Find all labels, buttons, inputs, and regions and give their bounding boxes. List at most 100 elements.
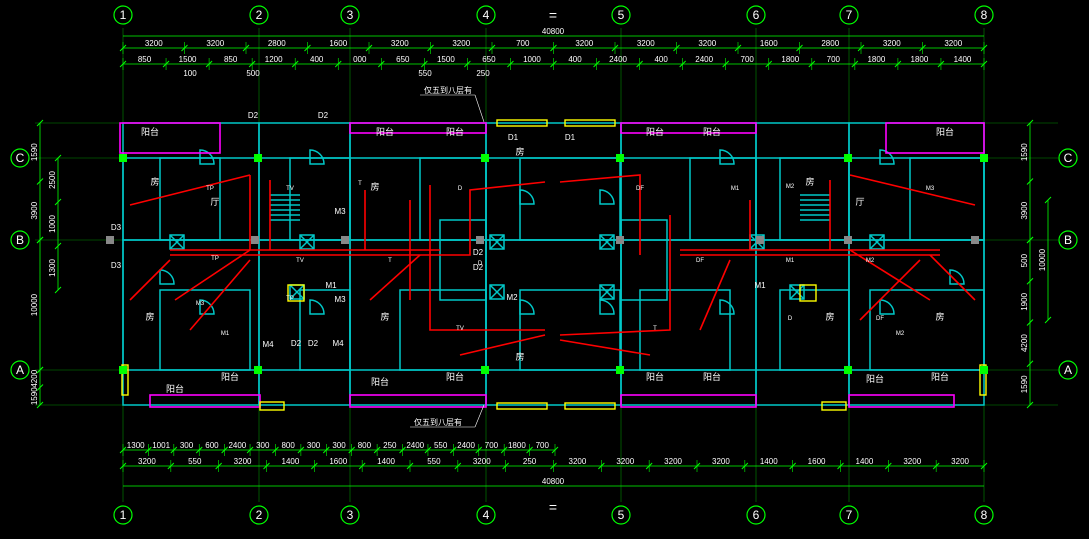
door-tag: D3 <box>111 261 122 270</box>
top-dim-row2-label: 400 <box>654 55 668 64</box>
left-dim-inner-tick <box>54 154 62 162</box>
wire-run <box>429 185 545 331</box>
axis-label-5: 5 <box>618 8 625 22</box>
bottom-dim-row2-label: 1400 <box>282 457 300 466</box>
hall-label: 厅 <box>855 197 864 207</box>
column-marker <box>254 366 262 374</box>
door-swing <box>879 299 895 315</box>
window <box>821 401 847 411</box>
wall <box>159 157 221 241</box>
wall <box>639 289 731 371</box>
room-label: 房 <box>145 311 154 322</box>
window-layer <box>121 119 987 411</box>
axis-bubble-7 <box>839 5 859 25</box>
top-dim-row1-label: 3200 <box>698 39 716 48</box>
door-tag: M3 <box>334 295 346 304</box>
balcony-rail <box>349 122 487 134</box>
shaft-box <box>599 284 615 300</box>
shaft-cross <box>289 284 305 300</box>
bottom-dim-row1-label: 300 <box>307 441 321 450</box>
axis-bubble-4 <box>476 505 496 525</box>
column-marker <box>616 366 624 374</box>
shaft-box <box>869 234 885 250</box>
wire-run <box>559 215 671 336</box>
axis-bubble-8 <box>974 5 994 25</box>
axis-bubble-6 <box>746 505 766 525</box>
balcony-label: 阳台 <box>936 126 954 137</box>
gray-column <box>476 236 484 244</box>
top-dim-row2-label: 1200 <box>265 55 283 64</box>
room-label: 房 <box>825 311 834 322</box>
left-dim-bottom-tick <box>36 366 44 374</box>
top-dim-row2-label: 400 <box>310 55 324 64</box>
door-swing <box>159 269 175 285</box>
top-dim-row3-label: 250 <box>476 69 490 78</box>
door-swing <box>199 299 215 315</box>
bottom-dim-row2-label: 3200 <box>664 457 682 466</box>
axis-bubble-B <box>1058 230 1078 250</box>
left-dim-inner-tick <box>54 242 62 250</box>
shaft-cross <box>489 284 505 300</box>
shaft-box <box>789 284 805 300</box>
wire-run <box>849 174 976 206</box>
left-dim-bottom-label: 1590 <box>30 387 39 405</box>
balcony-label: 阳台 <box>646 371 664 382</box>
top-dim-row2-label: 1500 <box>437 55 455 64</box>
top-dim-row2-label: 1800 <box>781 55 799 64</box>
bottom-dim-row1-label: 1001 <box>152 441 170 450</box>
shaft-box <box>489 234 505 250</box>
top-dim-row2-label: 1500 <box>179 55 197 64</box>
door-tag: M1 <box>754 281 766 290</box>
bottom-dim-row1-label: 600 <box>205 441 219 450</box>
bottom-dim-row1-label: 2400 <box>228 441 246 450</box>
bottom-dim-row1-label: 300 <box>332 441 346 450</box>
wiring-tag: TP <box>286 296 294 302</box>
axis-bubble-A <box>10 360 30 380</box>
column-marker <box>481 154 489 162</box>
left-dim-bottom-tick <box>36 384 44 391</box>
wall <box>779 289 850 371</box>
bottom-dim-row2-label: 1600 <box>808 457 826 466</box>
wiring-tag: TV <box>286 186 294 192</box>
top-dim-row2-label: 400 <box>568 55 582 64</box>
shaft-cross <box>299 234 315 250</box>
axis-bubble-8 <box>974 505 994 525</box>
door-tag: M4 <box>262 340 274 349</box>
top-dim-row3-label: 100 <box>183 69 197 78</box>
window <box>564 119 616 127</box>
bottom-dim-row2-label: 3200 <box>234 457 252 466</box>
bottom-dim-row2-label: 1400 <box>760 457 778 466</box>
door-swing <box>519 299 535 315</box>
axis-label-2: 2 <box>256 508 263 522</box>
left-dim-outer-tick <box>36 178 44 185</box>
top-dim-row2-label: 1000 <box>523 55 541 64</box>
bottom-dim-row1-label: 2400 <box>406 441 424 450</box>
shaft-cross <box>599 284 615 300</box>
axis-bubble-4 <box>476 5 496 25</box>
door-tag: M3 <box>334 207 346 216</box>
wiring-tag: T <box>358 181 362 187</box>
right-dim-total-tick <box>1044 196 1052 204</box>
gray-column <box>971 236 979 244</box>
wall <box>289 157 351 241</box>
room-label: 房 <box>805 176 814 187</box>
wire-run <box>189 259 251 331</box>
axis-bubble-1 <box>113 505 133 525</box>
top-dim-row2-label: 650 <box>396 55 410 64</box>
top-dim-row1-label: 1600 <box>329 39 347 48</box>
door-swing <box>879 149 895 165</box>
bottom-dim-row1-label: 1800 <box>508 441 526 450</box>
axis-label-6: 6 <box>753 8 760 22</box>
balcony-rail <box>848 394 955 408</box>
axis-label-2: 2 <box>256 8 263 22</box>
wall <box>439 219 487 301</box>
bottom-dim-row2-label: 250 <box>523 457 537 466</box>
wall <box>419 157 487 241</box>
right-dim-inner-label: 1900 <box>1020 292 1029 310</box>
door-swing <box>309 149 325 165</box>
wiring-tag: M1 <box>731 186 740 192</box>
door-tag: D2 <box>291 339 302 348</box>
wiring-tag: M1 <box>786 258 795 264</box>
door-swing <box>599 299 615 315</box>
